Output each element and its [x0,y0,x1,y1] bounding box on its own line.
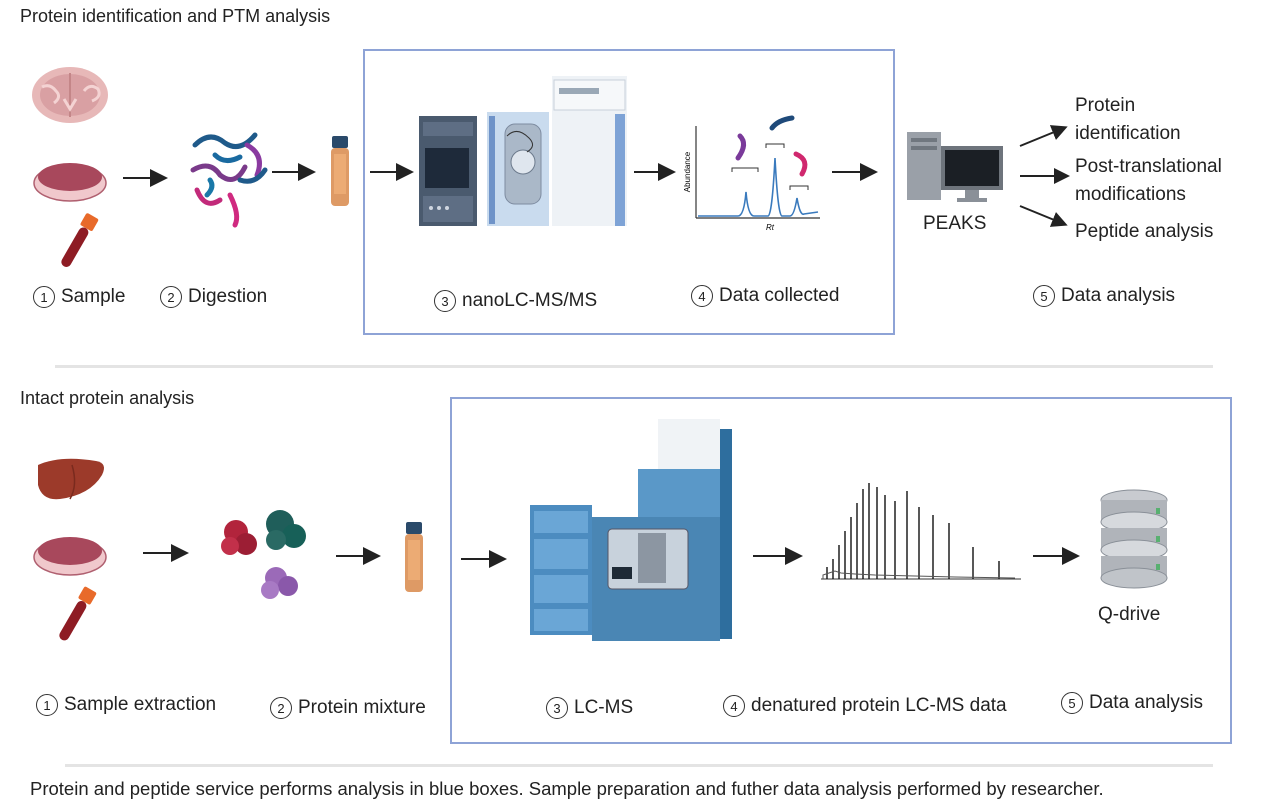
chromatogram-x-axis-label: Rt [766,223,775,232]
peptide-fragments-illustration [190,132,268,228]
output-protein-identification: Protein identification [1075,92,1181,148]
section-divider [55,365,1213,368]
step-number: 5 [1033,285,1055,307]
step-label: Sample [61,286,126,307]
output-line: Protein [1075,95,1136,116]
step-number: 3 [546,697,568,719]
computer-icon [907,132,1003,202]
footer-divider [65,764,1213,767]
top-step-3: 3 nanoLC-MS/MS [434,290,597,312]
protein-mixture-illustration [221,510,306,599]
step-label: Data analysis [1089,692,1204,713]
top-step-5: 5 Data analysis [1033,285,1175,307]
sample-extraction-illustration [33,458,107,641]
protein-blob-purple [261,567,298,599]
bottom-step-4: 4 denatured protein LC-MS data [723,695,1007,717]
step-number: 1 [36,694,58,716]
output-peptide-analysis: Peptide analysis [1075,221,1214,242]
chromatogram-illustration: Abundance Rt [683,115,820,232]
bottom-step-3: 3 LC-MS [546,697,633,719]
lc-module [419,116,477,226]
step-label: nanoLC-MS/MS [462,290,598,311]
petri-dish-icon [33,537,107,576]
blood-tube-icon [59,586,97,641]
protein-blob-teal [266,510,306,550]
database-icon [1100,489,1168,589]
footer-note: Protein and peptide service performs ana… [30,778,1104,799]
bottom-section-title: Intact protein analysis [20,388,195,408]
step-number: 2 [160,286,182,308]
step-label: Data analysis [1061,285,1176,306]
ms-body [592,419,732,641]
storage-label: Q-drive [1098,604,1161,625]
protein-blob-red [221,520,257,555]
step-label: denatured protein LC-MS data [751,695,1007,716]
output-arrows [1019,125,1070,227]
output-line: identification [1075,123,1181,144]
step-number: 1 [33,286,55,308]
petri-dish-icon [33,163,107,202]
step-number: 4 [723,695,745,717]
bottom-step-1: 1 Sample extraction [36,694,216,716]
sample-vial-icon [331,136,349,206]
step-number: 5 [1061,692,1083,714]
output-ptm: Post-translational modifications [1075,153,1222,209]
step-number: 2 [270,697,292,719]
top-step-1: 1 Sample [33,286,125,308]
step-label: Digestion [188,286,268,307]
software-label: PEAKS [923,213,987,234]
liver-icon [38,458,104,500]
top-step-4: 4 Data collected [691,285,839,307]
bottom-step-5: 5 Data analysis [1061,692,1203,714]
top-section-title: Protein identification and PTM analysis [20,6,331,26]
step-label: Sample extraction [64,694,217,715]
step-number: 4 [691,285,713,307]
top-service-box [363,49,895,335]
lc-stack [530,505,592,635]
output-line: Post-translational [1075,156,1222,177]
ms-module [487,76,627,226]
bottom-step-2: 2 Protein mixture [270,697,426,719]
sample-illustration [32,67,108,267]
step-label: LC-MS [574,697,634,718]
output-line: modifications [1075,184,1186,205]
step-number: 3 [434,290,456,312]
bottom-service-box [450,397,1232,744]
sample-vial-icon [405,522,423,592]
nanolc-ms-instrument-illustration [419,76,627,226]
mass-spectrum-illustration [821,483,1021,580]
step-label: Data collected [719,285,840,306]
blood-tube-icon [61,213,99,267]
top-step-2: 2 Digestion [160,286,267,308]
brain-icon [32,67,108,123]
chromatogram-y-axis-label: Abundance [683,151,692,192]
lc-ms-instrument-illustration [530,419,732,641]
step-label: Protein mixture [298,697,426,718]
